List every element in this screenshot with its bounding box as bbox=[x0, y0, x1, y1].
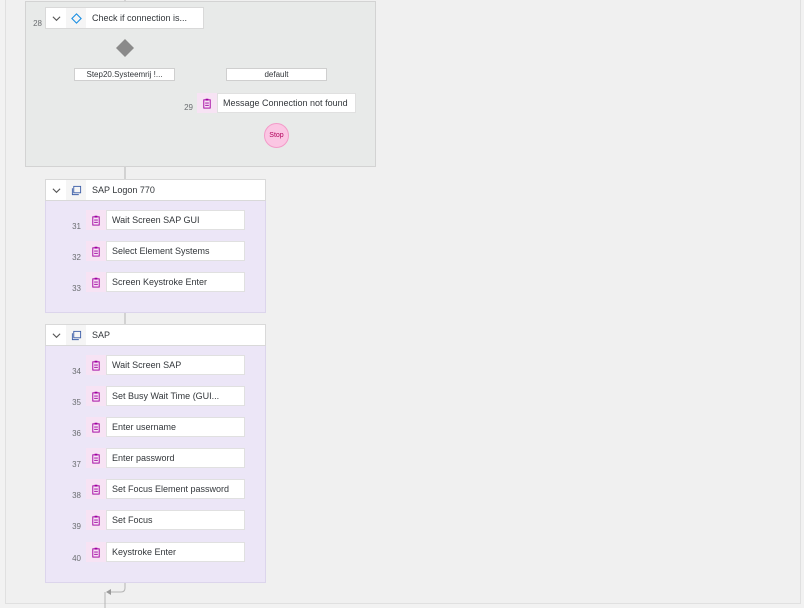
clipboard-icon bbox=[86, 210, 106, 230]
clipboard-icon bbox=[86, 479, 106, 499]
chevron-down-icon[interactable] bbox=[46, 8, 66, 28]
step-number: 37 bbox=[72, 460, 81, 469]
step-message-connection[interactable]: Message Connection not found bbox=[197, 93, 356, 113]
step-wait-screen-sap-gui[interactable]: Wait Screen SAP GUI bbox=[86, 210, 245, 230]
clipboard-icon bbox=[86, 542, 106, 562]
group-title: SAP Logon 770 bbox=[92, 185, 155, 195]
step-number: 34 bbox=[72, 367, 81, 376]
step-keystroke-enter[interactable]: Keystroke Enter bbox=[86, 542, 245, 562]
step-label: Message Connection not found bbox=[223, 98, 348, 108]
step-number: 40 bbox=[72, 554, 81, 563]
clipboard-icon bbox=[86, 417, 106, 437]
step-number: 38 bbox=[72, 491, 81, 500]
branch-label-default[interactable]: default bbox=[226, 68, 327, 81]
step-number: 35 bbox=[72, 398, 81, 407]
group-header-sap-logon[interactable]: SAP Logon 770 bbox=[45, 179, 266, 201]
step-label: Select Element Systems bbox=[112, 246, 210, 256]
step-screen-keystroke-enter[interactable]: Screen Keystroke Enter bbox=[86, 272, 245, 292]
condition-header[interactable]: Check if connection is... bbox=[45, 7, 204, 29]
clipboard-icon bbox=[86, 241, 106, 261]
diamond-icon bbox=[66, 8, 86, 28]
clipboard-icon bbox=[197, 93, 217, 113]
step-label: Keystroke Enter bbox=[112, 547, 177, 557]
step-number: 36 bbox=[72, 429, 81, 438]
step-number: 31 bbox=[72, 222, 81, 231]
step-label: Wait Screen SAP GUI bbox=[112, 215, 200, 225]
step-number: 32 bbox=[72, 253, 81, 262]
group-title: SAP bbox=[92, 330, 111, 340]
step-label: Set Focus Element password bbox=[112, 484, 230, 494]
screen-group-icon bbox=[66, 325, 86, 345]
step-label: Set Focus bbox=[112, 515, 153, 525]
step-number: 28 bbox=[33, 19, 42, 28]
step-label: Screen Keystroke Enter bbox=[112, 277, 208, 287]
branch-label-condition[interactable]: Step20.Systeemrij !... bbox=[74, 68, 175, 81]
step-number: 39 bbox=[72, 522, 81, 531]
step-number: 33 bbox=[72, 284, 81, 293]
chevron-down-icon[interactable] bbox=[46, 180, 66, 200]
clipboard-icon bbox=[86, 510, 106, 530]
clipboard-icon bbox=[86, 386, 106, 406]
step-select-element-systems[interactable]: Select Element Systems bbox=[86, 241, 245, 261]
screen-group-icon bbox=[66, 180, 86, 200]
chevron-down-icon[interactable] bbox=[46, 325, 66, 345]
clipboard-icon bbox=[86, 448, 106, 468]
step-enter-username[interactable]: Enter username bbox=[86, 417, 245, 437]
condition-title: Check if connection is... bbox=[92, 13, 188, 23]
stop-node[interactable]: Stop bbox=[264, 123, 289, 148]
step-set-focus-element-password[interactable]: Set Focus Element password bbox=[86, 479, 245, 499]
decision-diamond-icon bbox=[116, 39, 134, 57]
clipboard-icon bbox=[86, 355, 106, 375]
clipboard-icon bbox=[86, 272, 106, 292]
step-enter-password[interactable]: Enter password bbox=[86, 448, 245, 468]
step-set-busy-wait-time[interactable]: Set Busy Wait Time (GUI... bbox=[86, 386, 245, 406]
step-label: Wait Screen SAP bbox=[112, 360, 182, 370]
step-set-focus[interactable]: Set Focus bbox=[86, 510, 245, 530]
step-label: Enter username bbox=[112, 422, 177, 432]
step-number: 29 bbox=[184, 103, 193, 112]
step-label: Set Busy Wait Time (GUI... bbox=[112, 391, 220, 401]
group-header-sap[interactable]: SAP bbox=[45, 324, 266, 346]
step-label: Enter password bbox=[112, 453, 175, 463]
step-wait-screen-sap[interactable]: Wait Screen SAP bbox=[86, 355, 245, 375]
